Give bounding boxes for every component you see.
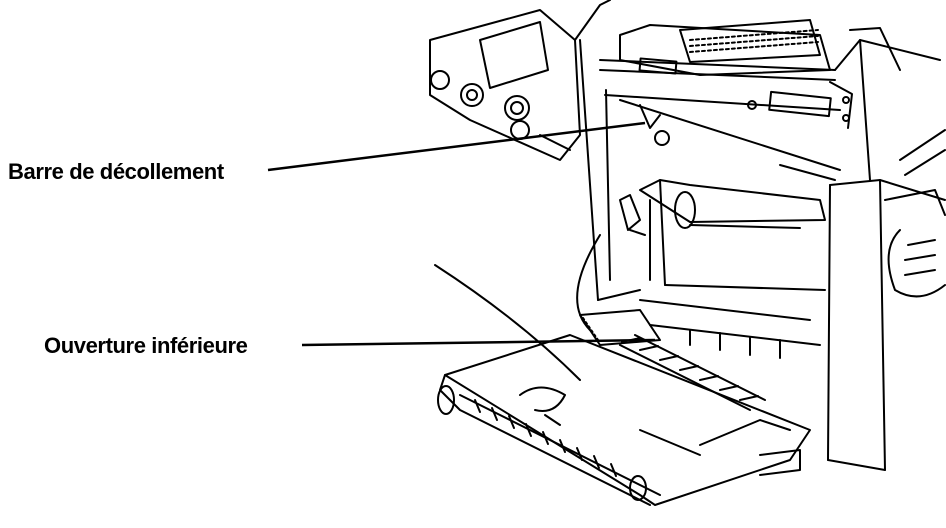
ribbon-spindle [619, 179, 826, 291]
bottom-opening-label: Ouverture inférieure [44, 333, 248, 358]
right-cover [779, 129, 946, 471]
control-panel [429, 9, 581, 161]
lower-rollers [579, 299, 821, 411]
print-head-assembly [619, 19, 901, 146]
media-path [434, 234, 601, 381]
printer-frame [574, 0, 941, 301]
peel-bar-leader-line [267, 121, 646, 172]
peel-bar-label: Barre de décollement [8, 159, 224, 184]
bottom-door [437, 334, 811, 506]
bottom-opening-leader-line [301, 338, 656, 347]
